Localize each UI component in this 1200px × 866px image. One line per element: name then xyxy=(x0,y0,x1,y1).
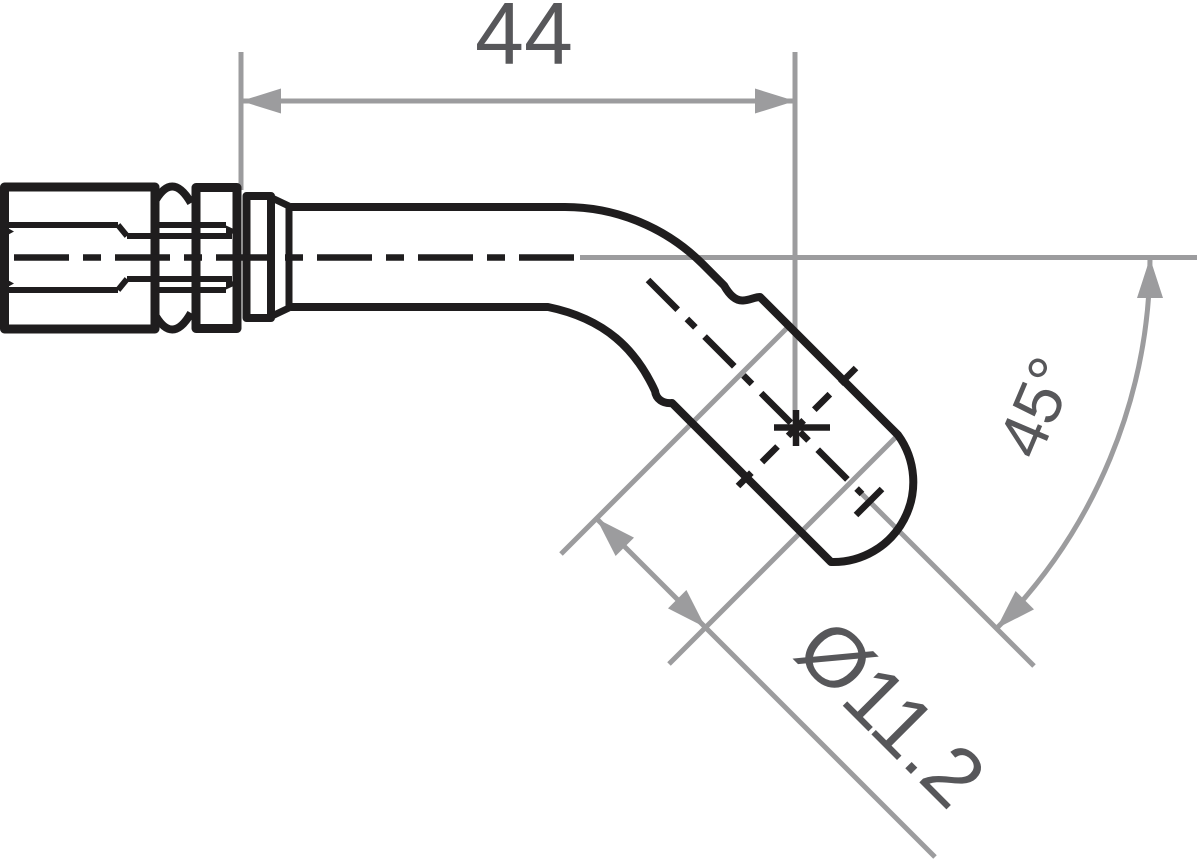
hidden-end-mark xyxy=(853,486,885,518)
dim-44-arrow-right-icon xyxy=(755,88,795,114)
entry-chamfer-mark-lower xyxy=(4,278,14,289)
dim-dia-dimension-line xyxy=(594,516,937,859)
collar-bulge-top xyxy=(150,182,195,206)
dim-dia-arrow-lower-icon xyxy=(668,590,706,628)
fitting-part-group xyxy=(0,182,918,567)
dim-45-arrow-bottom-icon xyxy=(996,591,1034,629)
dim-45-axis-extension-line xyxy=(860,492,1036,668)
nut-chamfer-cone xyxy=(269,194,294,320)
dim-45-label: 45° xyxy=(983,347,1090,468)
hidden-cross-section-line xyxy=(735,365,859,489)
dimension-44-group xyxy=(238,52,798,427)
dimension-45deg-group xyxy=(580,255,1197,668)
dim-diameter-label: Ø11.2 xyxy=(779,601,1003,825)
dim-45-arc xyxy=(994,257,1153,631)
tube-and-socket-outline xyxy=(291,203,918,567)
dim-dia-extension-line-a xyxy=(559,324,791,556)
bore-chamfer-mark-upper xyxy=(226,225,238,237)
entry-chamfer-mark-upper xyxy=(4,226,14,237)
collar-bulge-bottom xyxy=(150,310,195,334)
dim-44-label: 44 xyxy=(475,0,573,83)
angled-centerline xyxy=(645,277,865,497)
bore-chamfer-mark-lower xyxy=(226,278,238,290)
dim-44-arrow-left-icon xyxy=(241,88,281,114)
bore-lines xyxy=(8,222,232,293)
dimension-diameter-group xyxy=(559,324,937,859)
dim-45-arrow-top-icon xyxy=(1137,258,1163,298)
dim-dia-arrow-upper-icon xyxy=(596,518,634,556)
